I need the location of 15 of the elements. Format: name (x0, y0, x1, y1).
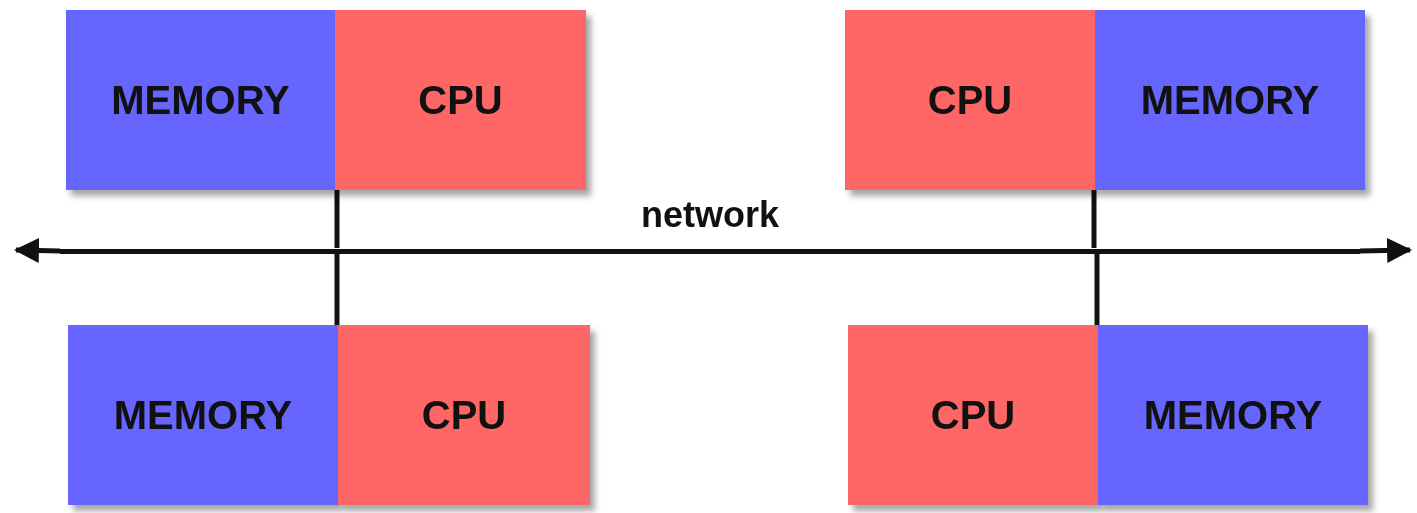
arrow (1359, 237, 1413, 263)
process-box: CPU (845, 10, 1095, 190)
process-box: MEMORY (66, 10, 335, 190)
arrow (13, 238, 61, 263)
process-box: CPU (848, 325, 1098, 505)
process-box: MEMORY (68, 325, 338, 505)
bus-label: network (640, 194, 780, 236)
connector-line (334, 190, 340, 248)
connector-line (1094, 254, 1100, 325)
process-box: MEMORY (1095, 10, 1365, 190)
process-box: CPU (335, 10, 586, 190)
process-box: MEMORY (1098, 325, 1368, 505)
connector-line (334, 254, 340, 325)
connector-line (1091, 190, 1097, 248)
process-box: CPU (338, 325, 590, 505)
